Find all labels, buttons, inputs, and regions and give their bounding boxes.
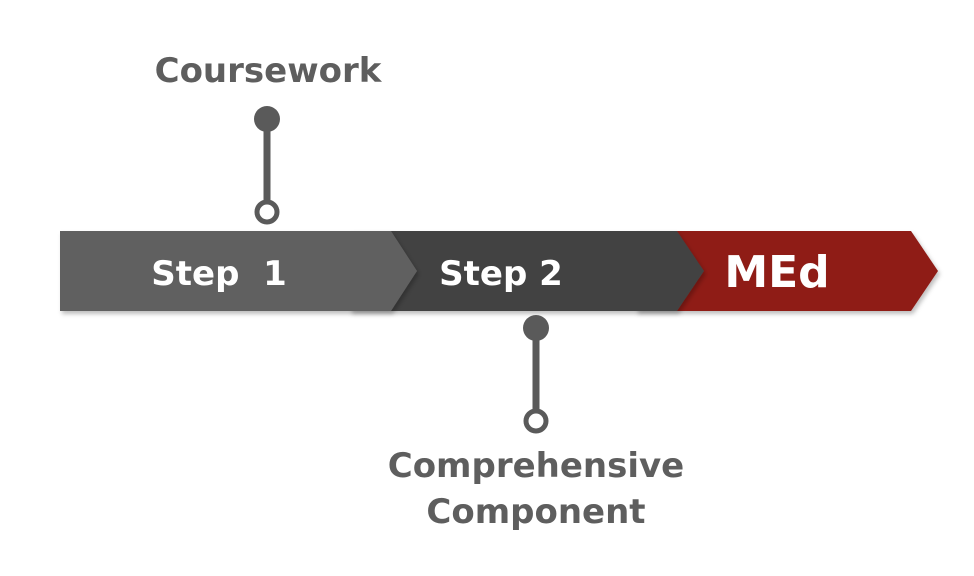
- step-2-arrow: [350, 231, 704, 311]
- comprehensive-label-line1: Comprehensive: [388, 446, 685, 486]
- coursework-connector: [254, 106, 280, 225]
- comprehensive-filled-dot: [523, 315, 549, 341]
- coursework-filled-dot: [254, 106, 280, 132]
- coursework-label: Coursework: [155, 51, 383, 91]
- step-2-label: Step 2: [439, 254, 563, 294]
- step-1-arrow: [60, 231, 417, 311]
- step-1-label: Step 1: [151, 254, 286, 294]
- comprehensive-hollow-dot: [523, 408, 549, 434]
- comprehensive-label-line2: Component: [426, 492, 645, 532]
- med-label: MEd: [724, 247, 829, 298]
- coursework-hollow-dot: [254, 199, 280, 225]
- comprehensive-connector: [523, 315, 549, 434]
- step-med-arrow: [636, 231, 938, 311]
